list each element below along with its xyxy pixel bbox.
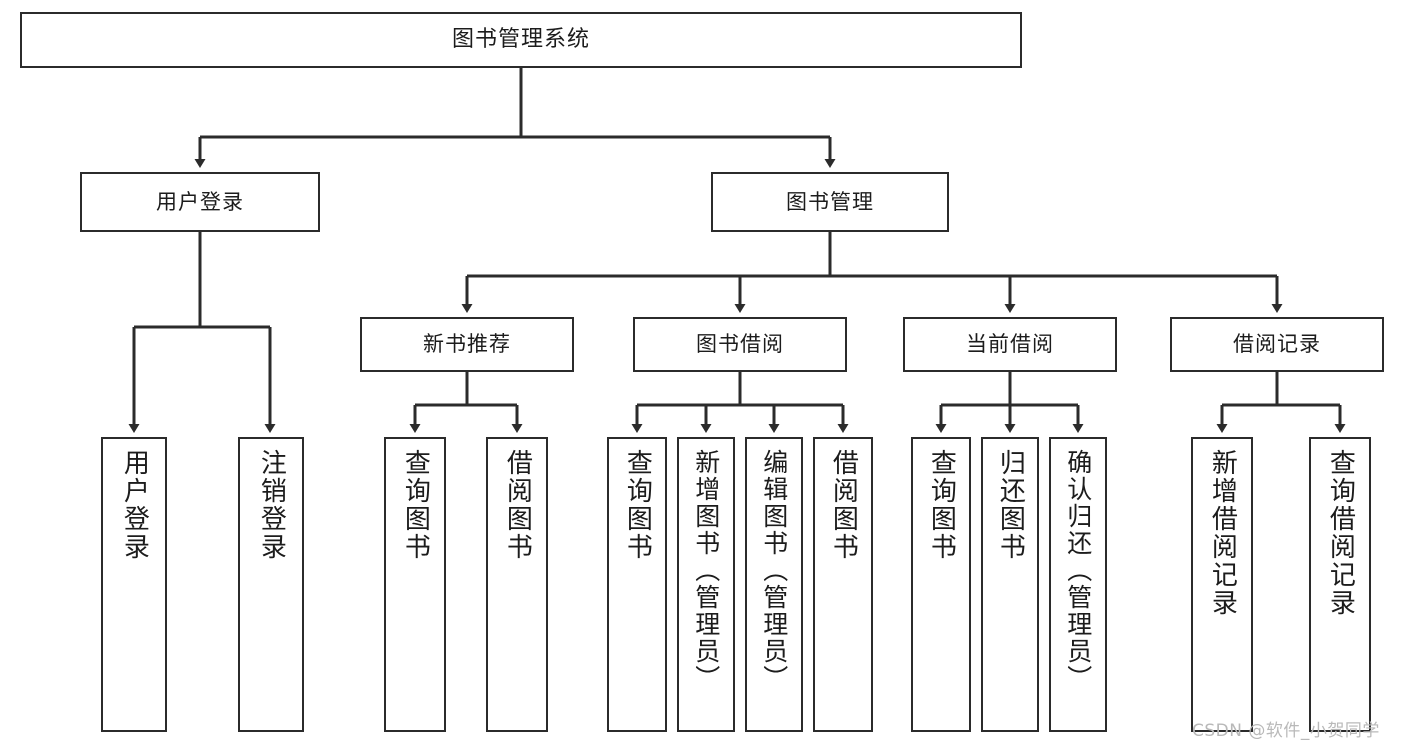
leaf-return-book[interactable]: 归还图书 <box>981 437 1039 732</box>
node-borrow-record[interactable]: 借阅记录 <box>1170 317 1384 372</box>
node-root-book-management-system[interactable]: 图书管理系统 <box>20 12 1022 68</box>
leaf-add-borrow-record[interactable]: 新增借阅记录 <box>1191 437 1253 732</box>
node-label: 编辑图书（管理员） <box>759 449 789 692</box>
leaf-borrow-book-new-recommend[interactable]: 借阅图书 <box>486 437 548 732</box>
leaf-confirm-return-admin[interactable]: 确认归还（管理员） <box>1049 437 1107 732</box>
node-user-login[interactable]: 用户登录 <box>80 172 320 232</box>
node-label: 新增图书（管理员） <box>691 449 721 692</box>
leaf-edit-book-admin[interactable]: 编辑图书（管理员） <box>745 437 803 732</box>
node-label: 借阅图书 <box>502 449 533 561</box>
node-label: 图书管理 <box>786 189 874 214</box>
watermark-csdn: CSDN @软件_小贺同学 <box>1192 721 1380 741</box>
node-label: 查询图书 <box>400 449 431 561</box>
leaf-logout-login[interactable]: 注销登录 <box>238 437 304 732</box>
node-label: 图书借阅 <box>696 332 784 357</box>
leaf-add-book-admin[interactable]: 新增图书（管理员） <box>677 437 735 732</box>
leaf-query-borrow-record[interactable]: 查询借阅记录 <box>1309 437 1371 732</box>
leaf-borrow-book-borrow[interactable]: 借阅图书 <box>813 437 873 732</box>
node-new-book-recommend[interactable]: 新书推荐 <box>360 317 574 372</box>
node-label: 新增借阅记录 <box>1207 449 1238 617</box>
node-label: 查询图书 <box>622 449 653 561</box>
node-label: 借阅图书 <box>828 449 859 561</box>
node-label: 当前借阅 <box>966 332 1054 357</box>
node-label: 查询借阅记录 <box>1325 449 1356 617</box>
leaf-query-book-new-recommend[interactable]: 查询图书 <box>384 437 446 732</box>
node-current-borrow[interactable]: 当前借阅 <box>903 317 1117 372</box>
node-label: 新书推荐 <box>423 332 511 357</box>
node-label: 归还图书 <box>995 449 1026 561</box>
leaf-user-login[interactable]: 用户登录 <box>101 437 167 732</box>
node-label: 用户登录 <box>119 449 150 561</box>
leaf-query-book-borrow[interactable]: 查询图书 <box>607 437 667 732</box>
node-label: 注销登录 <box>256 449 287 561</box>
leaf-query-book-current[interactable]: 查询图书 <box>911 437 971 732</box>
node-label: 借阅记录 <box>1233 332 1321 357</box>
node-label: 确认归还（管理员） <box>1063 449 1093 692</box>
node-label: 查询图书 <box>926 449 957 561</box>
node-label: 用户登录 <box>156 189 244 214</box>
node-book-borrow[interactable]: 图书借阅 <box>633 317 847 372</box>
node-label: 图书管理系统 <box>451 27 590 53</box>
node-book-management[interactable]: 图书管理 <box>711 172 949 232</box>
